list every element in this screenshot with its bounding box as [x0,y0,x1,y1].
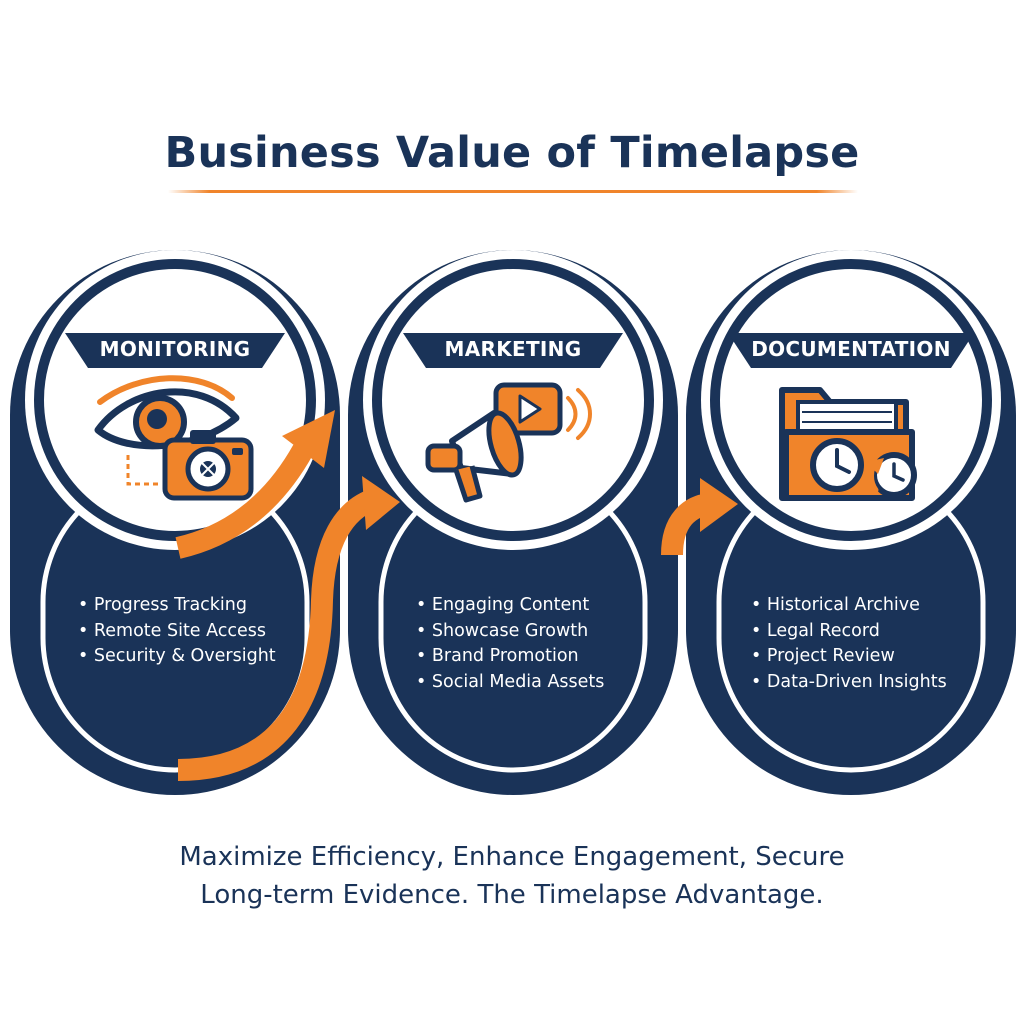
stage-1-bullet-list: Progress Tracking Remote Site Access Sec… [78,593,276,670]
list-item: Historical Archive [751,593,947,619]
tagline-line-1: Maximize Efficiency, Enhance Engagement,… [179,842,845,872]
stage-2-label: MARKETING [444,337,582,361]
list-item: Security & Oversight [78,644,276,670]
list-item: Data-Driven Insights [751,670,947,696]
list-item: Social Media Assets [416,670,605,696]
eye-camera-icon [94,375,254,501]
list-item: Brand Promotion [416,644,604,670]
stage-2-pill [348,250,678,795]
flow-arrow-3 [661,478,738,556]
list-item: Showcase Growth [416,619,604,645]
folder-clock-icon [779,387,917,501]
stage-1-label: MONITORING [99,337,251,361]
page-title: Business Value of Timelapse [164,128,860,178]
list-item: Progress Tracking [78,593,276,619]
stage-3-bullet-list: Historical Archive Legal Record Project … [751,593,947,695]
list-item: Project Review [751,644,947,670]
stage-2-bullet-list: Engaging Content Showcase Growth Brand P… [416,593,605,696]
stage-1-number: 1. [160,298,190,329]
stage-2-number: 2. [498,298,528,329]
stage-3-pill [686,250,1016,795]
title-underline [168,190,858,193]
flow-arrow-2 [177,476,400,781]
megaphone-video-icon [425,382,592,503]
tagline: Maximize Efficiency, Enhance Engagement,… [0,838,1024,914]
list-item: Legal Record [751,619,947,645]
stage-3-number: 3. [836,298,866,329]
tagline-line-2: Long-term Evidence. The Timelapse Advant… [200,880,824,910]
stage-3-label: DOCUMENTATION [751,337,951,361]
list-item: Remote Site Access [78,619,276,645]
list-item: Engaging Content [416,593,604,619]
flow-arrow-1 [175,410,335,559]
